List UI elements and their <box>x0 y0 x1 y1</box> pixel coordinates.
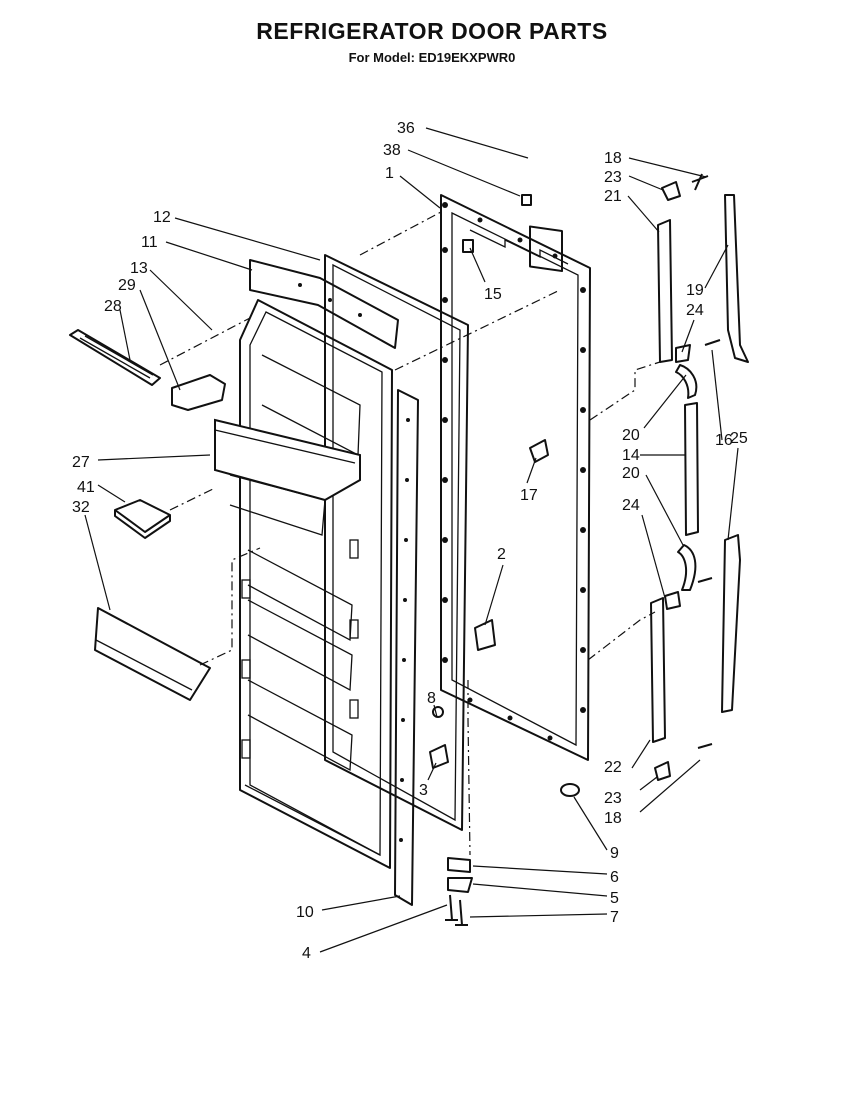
door-gasket <box>324 254 469 831</box>
callout-labels: 36 38 1 12 11 13 29 28 15 27 41 32 17 2 … <box>72 120 748 962</box>
label-21: 21 <box>604 188 622 205</box>
label-41: 41 <box>77 479 95 496</box>
label-1: 1 <box>385 165 394 182</box>
tray-41 <box>114 499 171 539</box>
label-12: 12 <box>153 209 171 226</box>
label-11: 11 <box>141 234 158 251</box>
label-6: 6 <box>610 869 619 886</box>
label-17: 17 <box>520 487 538 504</box>
label-23-bottom: 23 <box>604 790 622 807</box>
cap-9 <box>560 783 580 797</box>
label-25: 25 <box>730 430 748 447</box>
label-36: 36 <box>397 120 415 137</box>
screw-4 <box>445 894 458 921</box>
shelf-bar-32 <box>94 607 211 701</box>
clip-38 <box>521 194 532 206</box>
trim-strip-28 <box>69 329 161 386</box>
model-subtitle: For Model: ED19EKXPWR0 <box>348 50 516 65</box>
hinge-6 <box>447 857 471 873</box>
label-16: 16 <box>715 432 733 449</box>
bracket-29 <box>171 374 226 411</box>
hinge-5 <box>447 877 473 893</box>
label-24-bottom: 24 <box>622 497 640 514</box>
label-27: 27 <box>72 454 90 471</box>
nameplate-36 <box>529 225 563 272</box>
door-bin-27 <box>214 418 361 536</box>
alignment-lines <box>159 211 661 856</box>
label-7: 7 <box>610 909 619 926</box>
label-28: 28 <box>104 298 122 315</box>
hinge-bracket-2 <box>474 619 496 651</box>
label-18-top: 18 <box>604 150 622 167</box>
label-24-top: 24 <box>686 302 704 319</box>
breaker-strip <box>394 389 419 906</box>
label-23-top: 23 <box>604 169 622 186</box>
label-14: 14 <box>622 447 640 464</box>
right-handle-assembly <box>650 173 749 781</box>
page-title: REFRIGERATOR DOOR PARTS <box>256 18 608 44</box>
label-5: 5 <box>610 890 619 907</box>
upper-trim <box>249 259 399 349</box>
label-9: 9 <box>610 845 619 862</box>
label-10: 10 <box>296 904 314 921</box>
clip-17 <box>529 439 549 463</box>
label-20-top: 20 <box>622 427 640 444</box>
label-13: 13 <box>130 260 148 277</box>
label-2: 2 <box>497 546 506 563</box>
label-38: 38 <box>383 142 401 159</box>
door-liner <box>239 299 393 869</box>
leader-lines <box>84 127 739 953</box>
label-29: 29 <box>118 277 136 294</box>
label-3: 3 <box>419 782 428 799</box>
label-15: 15 <box>484 286 502 303</box>
label-32: 32 <box>72 499 90 516</box>
label-18-bottom: 18 <box>604 810 622 827</box>
part-3 <box>429 744 449 769</box>
label-20-bottom: 20 <box>622 465 640 482</box>
part-8 <box>432 706 444 718</box>
label-4: 4 <box>302 945 311 962</box>
label-8: 8 <box>427 690 436 707</box>
outer-door-panel <box>440 194 591 761</box>
label-19: 19 <box>686 282 704 299</box>
label-22: 22 <box>604 759 622 776</box>
plug-15 <box>462 239 474 253</box>
screw-7 <box>455 899 468 926</box>
